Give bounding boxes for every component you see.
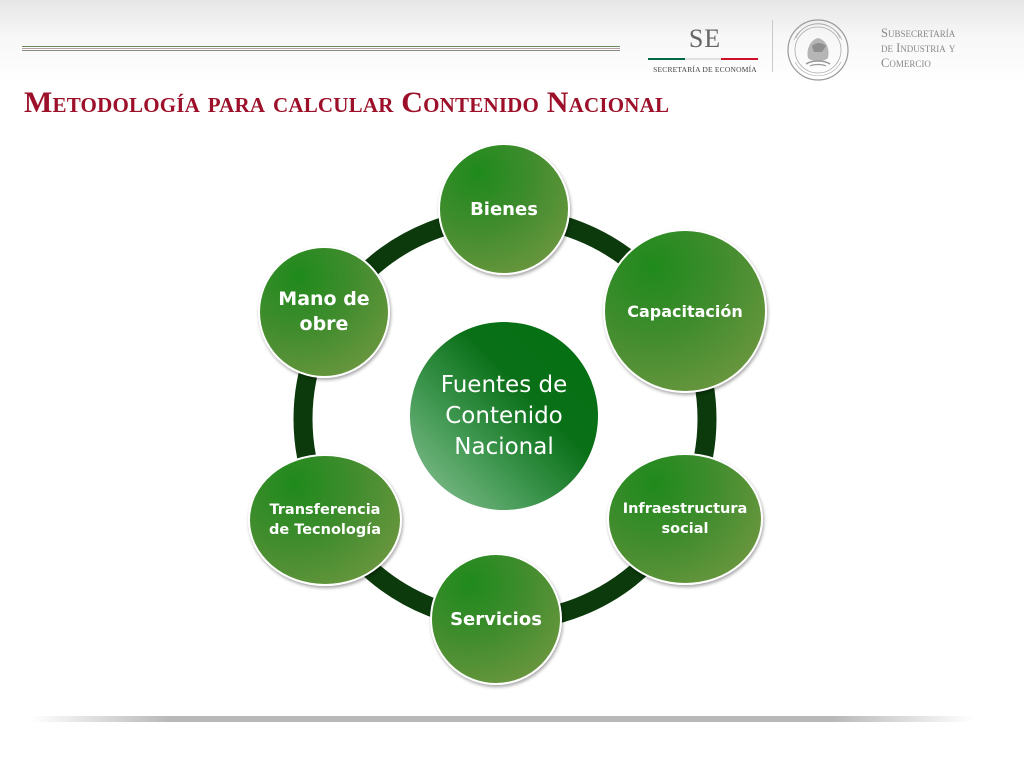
node-bienes: Bienes: [438, 143, 570, 275]
node-transferencia-tecnologia: Transferencia de Tecnología: [248, 454, 402, 586]
node-servicios-label: Servicios: [450, 608, 542, 630]
subsecretaria-line-3: Comercio: [881, 56, 931, 70]
center-node-fuentes: Fuentes de Contenido Nacional: [410, 322, 598, 510]
node-infraestructura-line-2: social: [661, 521, 709, 537]
node-mano-de-obre: Mano de obre: [258, 246, 390, 378]
se-logo-subtitle: SECRETARÍA DE ECONOMÍA: [653, 65, 757, 74]
header-decorative-lines: [22, 46, 620, 52]
subsecretaria-line-1: Subsecretaría: [881, 26, 956, 40]
subsecretaria-label: Subsecretaría de Industria y Comercio: [881, 26, 1021, 71]
node-capacitacion: Capacitación: [603, 229, 767, 393]
node-infraestructura-line-1: Infraestructura: [622, 501, 748, 517]
node-servicios: Servicios: [430, 553, 562, 685]
header-band: [0, 0, 1024, 82]
node-transferencia-line-1: Transferencia: [269, 502, 381, 518]
footer-divider: [30, 716, 974, 722]
se-logo: SE SECRETARÍA DE ECONOMÍA: [644, 24, 766, 74]
center-line-1: Fuentes de: [440, 371, 568, 398]
page-title: Metodología para calcular Contenido Naci…: [24, 86, 670, 119]
node-infraestructura-social: Infraestructura social: [607, 453, 763, 585]
se-logo-letters: SE: [688, 24, 722, 53]
node-bienes-label: Bienes: [470, 198, 538, 220]
center-line-3: Nacional: [454, 433, 554, 460]
node-mano-line-2: obre: [299, 313, 349, 335]
node-mano-line-1: Mano de: [278, 288, 370, 310]
subsecretaria-line-2: de Industria y: [881, 41, 956, 55]
node-transferencia-line-2: de Tecnología: [268, 522, 381, 538]
header-separator: [772, 20, 773, 72]
node-capacitacion-label: Capacitación: [627, 301, 743, 321]
center-line-2: Contenido: [445, 402, 563, 429]
mexico-coat-of-arms-icon: [786, 18, 850, 82]
flag-stripe: [648, 58, 759, 60]
